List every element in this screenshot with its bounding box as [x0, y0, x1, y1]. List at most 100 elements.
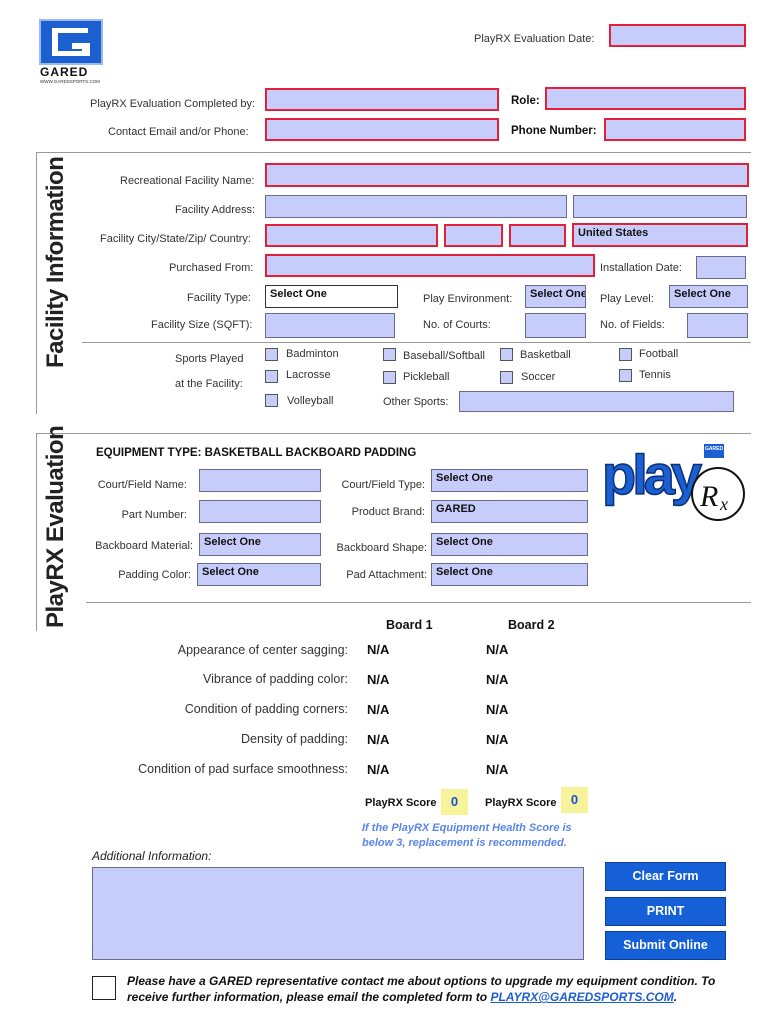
- svg-text:play: play: [602, 443, 702, 506]
- phone-input[interactable]: [604, 118, 746, 141]
- completed-by-input[interactable]: [265, 88, 499, 111]
- row-vibrance-board2[interactable]: N/A: [486, 672, 509, 687]
- sport-baseball-checkbox[interactable]: [383, 348, 396, 361]
- row-smoothness-label: Condition of pad surface smoothness:: [138, 762, 348, 776]
- board-1-header: Board 1: [386, 618, 433, 632]
- row-corners-label: Condition of padding corners:: [184, 702, 348, 716]
- sport-lacrosse-checkbox[interactable]: [265, 370, 278, 383]
- board-divider: [86, 602, 751, 603]
- purchased-from-label: Purchased From:: [169, 262, 254, 274]
- footer-line-2-text: receive further information, please emai…: [127, 990, 488, 1004]
- gared-url-text: WWW.GAREDSPORTS.COM: [40, 79, 100, 84]
- row-density-label: Density of padding:: [240, 732, 348, 746]
- backboard-material-select[interactable]: Select One: [199, 533, 321, 556]
- row-sagging-board1[interactable]: N/A: [367, 642, 390, 657]
- court-type-select[interactable]: Select One: [431, 469, 588, 492]
- sport-volleyball-checkbox[interactable]: [265, 394, 278, 407]
- gared-g-icon: [39, 19, 103, 65]
- padding-color-label: Padding Color:: [118, 569, 191, 581]
- sport-basketball-checkbox[interactable]: [500, 348, 513, 361]
- sport-football-checkbox[interactable]: [619, 348, 632, 361]
- part-number-label: Part Number:: [121, 509, 187, 521]
- product-brand-select[interactable]: GARED: [431, 500, 588, 523]
- clear-form-button[interactable]: Clear Form: [605, 862, 726, 891]
- courts-count-input[interactable]: [525, 313, 586, 338]
- sport-volleyball-label: Volleyball: [287, 395, 334, 407]
- court-type-label: Court/Field Type:: [341, 479, 425, 491]
- play-environment-label: Play Environment:: [423, 293, 513, 305]
- sport-pickleball-label: Pickleball: [403, 371, 450, 383]
- footer-line-2: receive further information, please emai…: [127, 989, 677, 1005]
- contact-request-checkbox[interactable]: [92, 976, 116, 1000]
- submit-online-button[interactable]: Submit Online: [605, 931, 726, 960]
- facility-address-label: Facility Address:: [175, 204, 256, 216]
- installation-date-input[interactable]: [696, 256, 746, 279]
- sports-played-label-2: at the Facility:: [175, 378, 243, 390]
- installation-date-label: Installation Date:: [600, 262, 682, 274]
- fields-count-label: No. of Fields:: [600, 319, 665, 331]
- eval-date-label: PlayRX Evaluation Date:: [474, 33, 595, 45]
- facility-left-rule: [36, 152, 37, 414]
- svg-text:x: x: [719, 494, 728, 514]
- print-button[interactable]: PRINT: [605, 897, 726, 926]
- score-2-value: 0: [561, 787, 588, 813]
- facility-type-select[interactable]: Select One: [265, 285, 398, 308]
- row-vibrance-board1[interactable]: N/A: [367, 672, 390, 687]
- padding-color-select[interactable]: Select One: [197, 563, 321, 586]
- facility-city-label: Facility City/State/Zip/ Country:: [100, 233, 251, 245]
- row-density-board2[interactable]: N/A: [486, 732, 509, 747]
- sport-soccer-checkbox[interactable]: [500, 371, 513, 384]
- pad-attachment-select[interactable]: Select One: [431, 563, 588, 586]
- score-1-value: 0: [441, 789, 468, 815]
- facility-name-input[interactable]: [265, 163, 749, 187]
- fields-count-input[interactable]: [687, 313, 748, 338]
- facility-zip-input[interactable]: [509, 224, 566, 247]
- role-label: Role:: [511, 95, 540, 107]
- gared-logo: GARED WWW.GAREDSPORTS.COM: [36, 18, 108, 86]
- sport-soccer-label: Soccer: [521, 371, 556, 383]
- facility-address-input[interactable]: [265, 195, 567, 218]
- role-input[interactable]: [545, 87, 746, 110]
- score-note-line-2: below 3, replacement is recommended.: [362, 837, 567, 849]
- contact-label: Contact Email and/or Phone:: [108, 126, 249, 138]
- row-sagging-board2[interactable]: N/A: [486, 642, 509, 657]
- equipment-type-title: EQUIPMENT TYPE: BASKETBALL BACKBOARD PAD…: [96, 447, 417, 459]
- footer-email-link[interactable]: PLAYRX@GAREDSPORTS.COM: [490, 990, 674, 1004]
- footer-line-1: Please have a GARED representative conta…: [127, 974, 716, 988]
- facility-address-2-input[interactable]: [573, 195, 747, 218]
- score-2-label: PlayRX Score: [485, 797, 557, 809]
- part-number-input[interactable]: [199, 500, 321, 523]
- row-smoothness-board2[interactable]: N/A: [486, 762, 509, 777]
- sport-basketball-label: Basketball: [520, 349, 571, 361]
- sports-played-label: Sports Played: [175, 353, 244, 365]
- row-smoothness-board1[interactable]: N/A: [367, 762, 390, 777]
- play-environment-select[interactable]: Select One: [525, 285, 586, 308]
- board-2-header: Board 2: [508, 618, 555, 632]
- facility-size-input[interactable]: [265, 313, 395, 338]
- row-corners-board1[interactable]: N/A: [367, 702, 390, 717]
- backboard-shape-select[interactable]: Select One: [431, 533, 588, 556]
- facility-city-input[interactable]: [265, 224, 438, 247]
- additional-info-textarea[interactable]: [92, 867, 584, 960]
- row-corners-board2[interactable]: N/A: [486, 702, 509, 717]
- row-density-board1[interactable]: N/A: [367, 732, 390, 747]
- play-level-select[interactable]: Select One: [669, 285, 748, 308]
- purchased-from-input[interactable]: [265, 254, 595, 277]
- contact-input[interactable]: [265, 118, 499, 141]
- court-name-input[interactable]: [199, 469, 321, 492]
- playrx-logo-brand: GARED: [705, 446, 724, 452]
- other-sports-input[interactable]: [459, 391, 734, 412]
- facility-section-title: Facility Information: [42, 156, 69, 368]
- facility-type-label: Facility Type:: [187, 292, 251, 304]
- svg-text:R: R: [699, 480, 718, 513]
- courts-count-label: No. of Courts:: [423, 319, 491, 331]
- row-vibrance-label: Vibrance of padding color:: [202, 672, 348, 686]
- facility-country-select[interactable]: United States: [572, 223, 748, 247]
- sport-lacrosse-label: Lacrosse: [286, 369, 331, 381]
- sport-tennis-checkbox[interactable]: [619, 369, 632, 382]
- sport-pickleball-checkbox[interactable]: [383, 371, 396, 384]
- sport-badminton-checkbox[interactable]: [265, 348, 278, 361]
- facility-state-input[interactable]: [444, 224, 503, 247]
- eval-date-input[interactable]: [609, 24, 746, 47]
- additional-info-label: Additional Information:: [92, 849, 212, 863]
